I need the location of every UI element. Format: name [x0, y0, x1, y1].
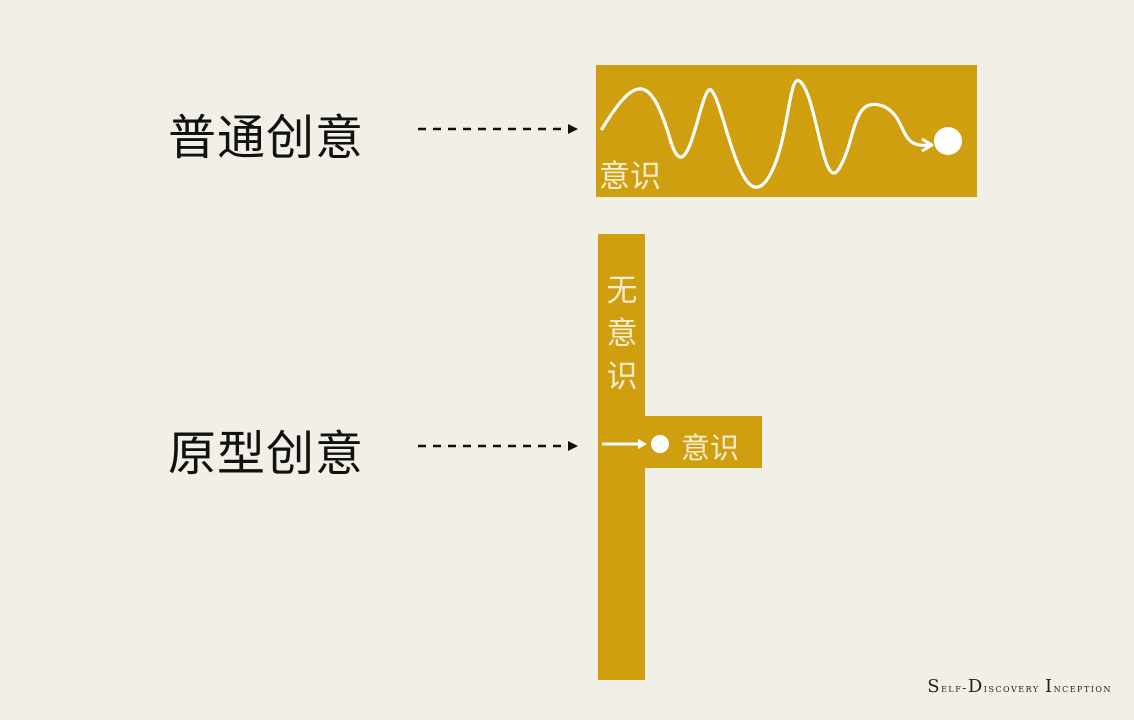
- normal-consciousness-box: 意识: [596, 65, 977, 197]
- footer-brand-s: S: [927, 676, 942, 697]
- unconscious-vertical-bar: 无 意 识: [598, 234, 645, 680]
- archetype-direct-path: [602, 435, 669, 453]
- footer-brand-i: I: [1044, 676, 1054, 697]
- normal-creativity-label: 普通创意: [168, 110, 365, 166]
- archetype-creativity-arrow: [418, 441, 578, 451]
- unconscious-char-2: 意: [606, 316, 638, 352]
- footer-brand-nception: nception: [1053, 681, 1112, 695]
- unconscious-char-3: 识: [606, 359, 638, 395]
- normal-creativity-arrow: [418, 124, 578, 134]
- unconscious-vertical-label: 无 意 识: [602, 270, 642, 399]
- footer-brand-d: D: [967, 676, 984, 697]
- archetype-creativity-label: 原型创意: [168, 426, 365, 482]
- footer-brand-iscovery: iscovery: [983, 681, 1040, 695]
- normal-consciousness-label: 意识: [599, 159, 661, 195]
- footer-brand-elf: elf-: [941, 681, 968, 695]
- consciousness-wave-path: [600, 78, 962, 189]
- unconscious-char-1: 无: [606, 273, 638, 309]
- archetype-consciousness-label: 意识: [681, 431, 740, 465]
- footer-brand: Self-Discovery Inception: [927, 676, 1112, 697]
